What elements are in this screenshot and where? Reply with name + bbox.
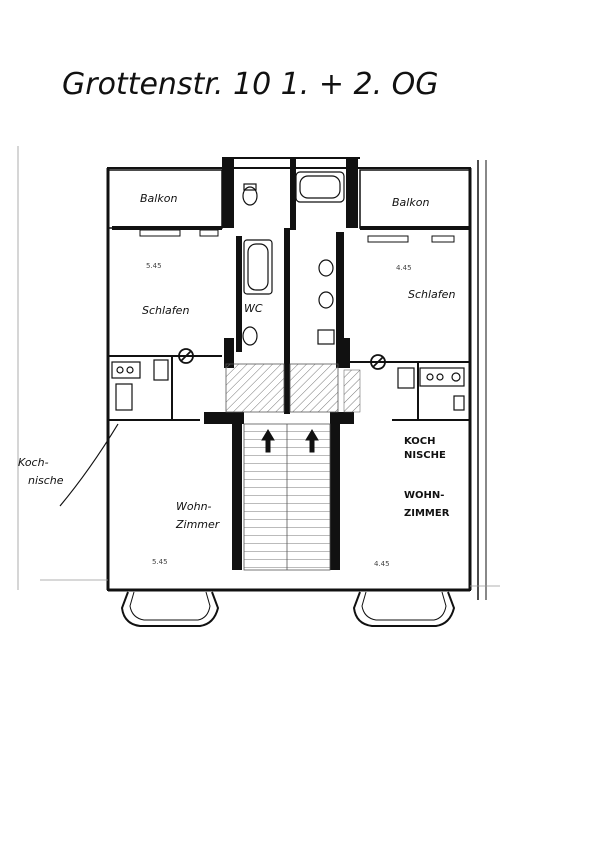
balcony-windows <box>139 229 455 243</box>
kochnische-left-label-2: nische <box>28 474 64 487</box>
kitchen-left-fixtures <box>111 359 169 411</box>
interior-partitions <box>108 355 470 421</box>
dimension-mark: 5.45 <box>152 558 168 566</box>
wohnzimmer-right-label-1: WOHN- <box>404 490 444 501</box>
dimension-mark: 4.45 <box>374 560 390 568</box>
kochnische-left-label-1: Koch- <box>18 456 49 469</box>
sanitary-fixtures <box>242 183 335 346</box>
bathtub-top <box>295 171 345 203</box>
hallway-hatch <box>225 363 361 413</box>
kochnische-right-label-1: KOCH <box>404 436 436 447</box>
wohnzimmer-right-label-2: ZIMMER <box>404 508 450 519</box>
kochnische-pointer <box>59 423 119 507</box>
dimension-mark: 5.45 <box>146 262 162 270</box>
bay-window-right <box>352 591 456 627</box>
core-walls <box>204 158 358 570</box>
entry-arrows <box>261 429 319 453</box>
dimension-mark: 4.45 <box>396 264 412 272</box>
plan-title: Grottenstr. 10 1. + 2. OG <box>62 67 439 102</box>
wc-label: WC <box>244 302 263 315</box>
wohnzimmer-left-label-1: Wohn- <box>176 500 212 513</box>
kitchen-right-fixtures <box>397 367 465 411</box>
schlafen-right-label: Schlafen <box>408 288 455 301</box>
schlafen-left-label: Schlafen <box>142 304 189 317</box>
balkon-right-label: Balkon <box>392 196 429 209</box>
kochnische-right-label-2: NISCHE <box>404 450 446 461</box>
wohnzimmer-left-label-2: Zimmer <box>175 518 221 531</box>
bay-window-left <box>120 591 220 627</box>
scan-guides <box>17 146 500 590</box>
balkon-left-label: Balkon <box>140 192 177 205</box>
vent-circles <box>178 348 386 370</box>
bathtub-left <box>243 239 273 295</box>
staircase <box>243 423 331 571</box>
balcony-right <box>359 169 471 230</box>
outer-walls <box>106 157 487 600</box>
